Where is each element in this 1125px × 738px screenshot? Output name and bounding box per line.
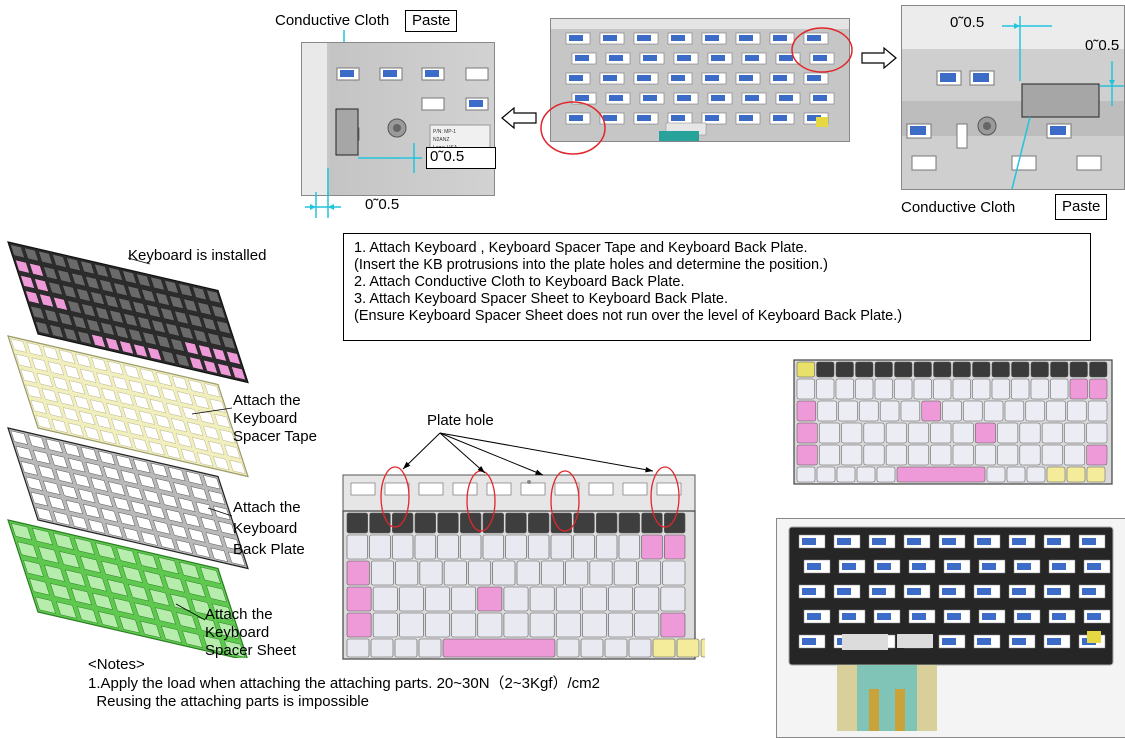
spacer-tape-label-line-1: Attach the [233, 392, 301, 409]
top-left-dim-horizontal: 0˜0.5 [365, 196, 400, 213]
top-left-conductive-cloth-label: Conductive Cloth [275, 12, 390, 29]
right-keyboard-illustration [793, 359, 1113, 485]
spacer-sheet-label: Attach the Keyboard Spacer Sheet [205, 606, 296, 660]
right-back-plate-photo [776, 518, 1125, 738]
spacer-sheet-label-line-3: Spacer Sheet [205, 642, 296, 659]
instruction-line-1: 1. Attach Keyboard , Keyboard Spacer Tap… [354, 240, 808, 256]
top-right-conductive-cloth-label: Conductive Cloth [901, 199, 1016, 216]
arrow-left [501, 106, 537, 130]
top-left-dim-vertical: 0˜0.5 [430, 148, 465, 165]
keyboard-installed-label: Keyboard is installed [128, 247, 267, 264]
center-keyboard-with-plate [342, 432, 705, 660]
spacer-sheet-label-line-1: Attach the [205, 606, 273, 623]
top-center-red-circle-left [540, 101, 606, 155]
top-right-paste-tag: Paste [1055, 194, 1108, 220]
top-left-paste-tag: Paste [405, 10, 458, 32]
plate-hole-label: Plate hole [427, 412, 494, 429]
notes-title: <Notes> [88, 656, 145, 673]
top-left-dim-arrows [305, 192, 341, 218]
instruction-line-2: (Insert the KB protrusions into the plat… [354, 257, 828, 273]
spacer-tape-label: Attach the Keyboard Spacer Tape [233, 392, 317, 446]
spacer-tape-label-line-2: Keyboard [233, 410, 298, 427]
top-center-back-plate-photo [550, 18, 850, 142]
back-plate-label: Attach the Keyboard Back Plate [233, 497, 305, 560]
notes-line-1: 1.Apply the load when attaching the atta… [88, 675, 600, 692]
svg-text:N2ANZ: N2ANZ [433, 137, 449, 143]
back-plate-label-line-3: Back Plate [233, 541, 305, 558]
instruction-line-3: 2. Attach Conductive Cloth to Keyboard B… [354, 274, 685, 290]
back-plate-label-line-1: Attach the [233, 499, 301, 516]
top-right-dim-vertical: 0˜0.5 [1085, 37, 1120, 54]
top-left-closeup-photo: P/N: MP-1 N2ANZ Loga: USA [301, 42, 495, 196]
back-plate-label-line-2: Keyboard [233, 520, 298, 537]
notes-line-2: Reusing the attaching parts is impossibl… [88, 693, 369, 710]
instruction-line-5: (Ensure Keyboard Spacer Sheet does not r… [354, 308, 903, 324]
top-left-dim-box-vertical [426, 147, 496, 169]
spacer-sheet-label-line-2: Keyboard [205, 624, 270, 641]
spacer-tape-label-line-3: Spacer Tape [233, 428, 317, 445]
instructions-box: 1. Attach Keyboard , Keyboard Spacer Tap… [343, 233, 1091, 341]
instruction-line-4: 3. Attach Keyboard Spacer Sheet to Keybo… [354, 291, 729, 307]
top-center-red-circle-right [791, 27, 853, 73]
exploded-layers-illustration [7, 241, 249, 658]
top-right-dim-horizontal: 0˜0.5 [950, 14, 985, 31]
top-right-closeup-photo [901, 5, 1125, 190]
svg-text:P/N: MP-1: P/N: MP-1 [433, 129, 456, 135]
arrow-right [861, 46, 897, 70]
